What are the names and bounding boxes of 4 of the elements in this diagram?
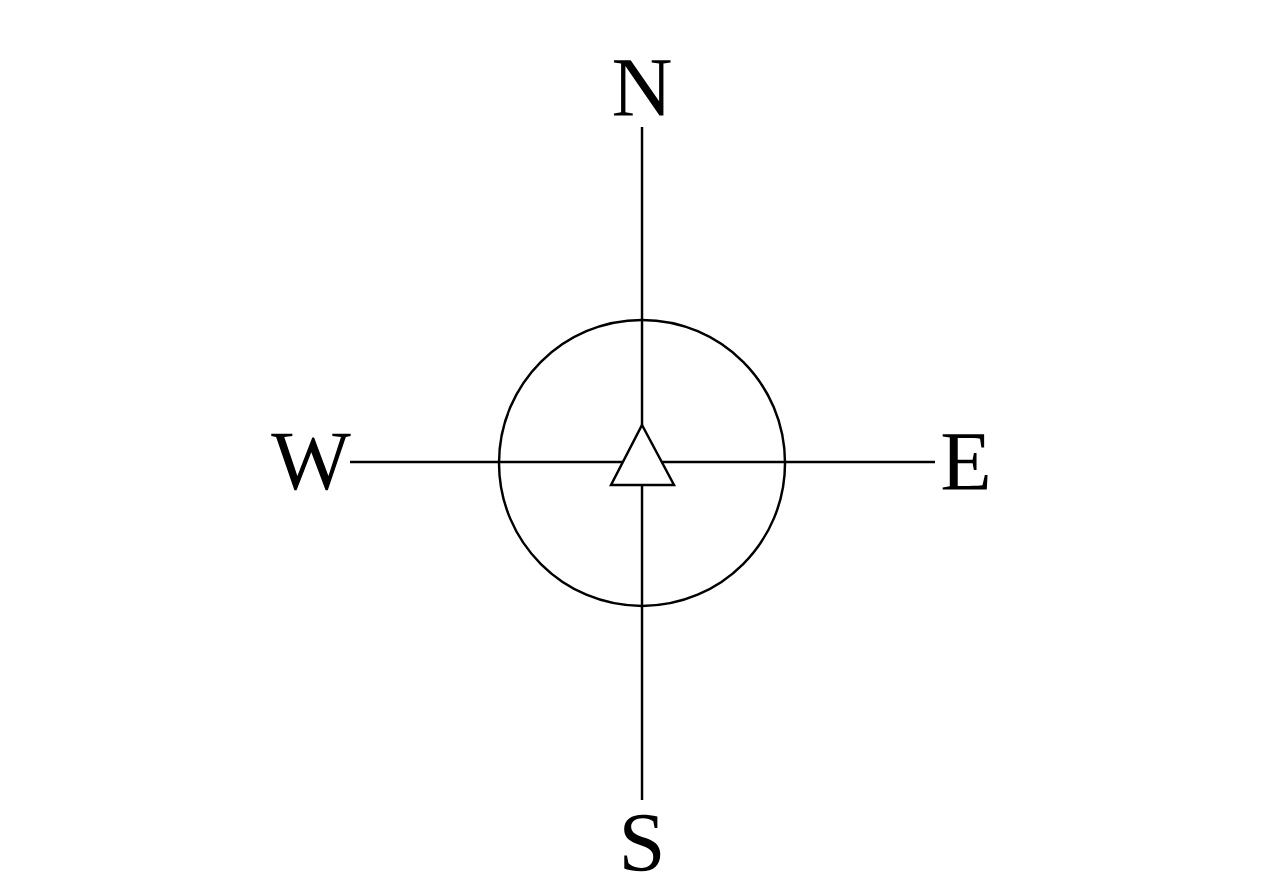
direction-letter: S — [624, 814, 661, 872]
direction-letter: W — [271, 433, 351, 491]
direction-letter: N — [614, 60, 671, 116]
direction-letter: E — [942, 434, 988, 490]
